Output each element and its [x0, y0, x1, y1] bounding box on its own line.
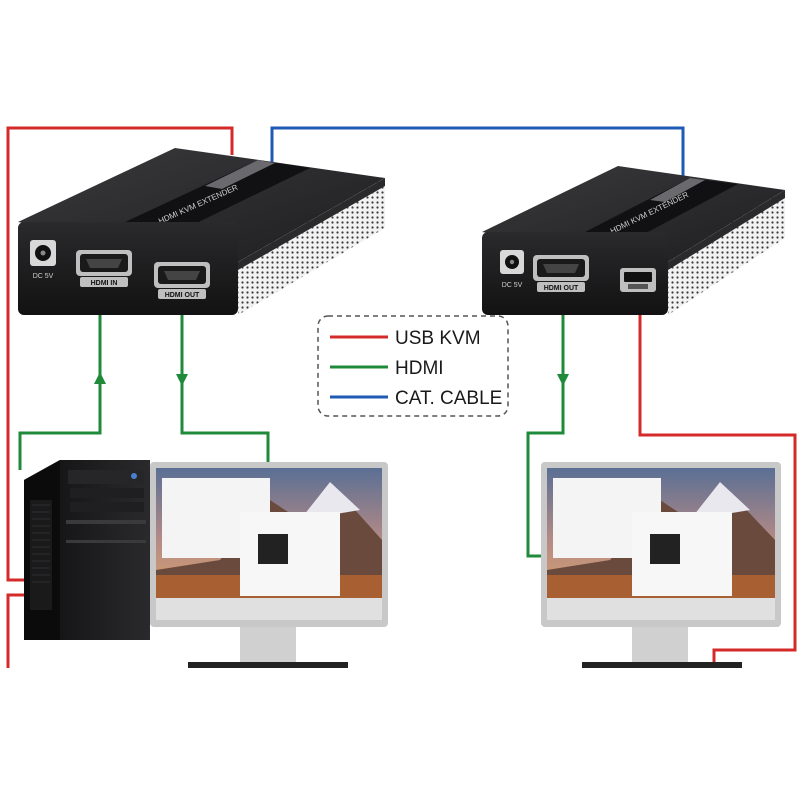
usb-kvm-line-right	[638, 300, 797, 668]
transmitter-unit: HDMI KVM EXTENDER DC 5V HDMI IN HDMI OUT	[18, 148, 385, 315]
usb-kvm-line-left-lower	[6, 593, 30, 668]
legend-label-cat-cable: CAT. CABLE	[395, 388, 502, 409]
receiver-unit: HDMI KVM EXTENDER DC 5V HDMI OUT	[482, 166, 785, 315]
hdmi-port-icon	[76, 250, 132, 276]
receiver-dc-label: DC 5V	[502, 282, 523, 289]
hdmi-line-pc-to-transmitter	[18, 278, 102, 470]
hdmi-port-icon	[533, 255, 589, 281]
usb-kvm-line-left	[6, 126, 234, 582]
arrow-down-icon	[176, 374, 188, 386]
hdmi-port-icon	[154, 262, 210, 288]
dc-jack-icon	[500, 250, 524, 274]
arrow-down-icon	[557, 374, 569, 386]
transmitter-hdmi-in-label: HDMI IN	[91, 280, 118, 287]
dc-jack-icon	[30, 240, 56, 266]
left-monitor	[150, 462, 388, 668]
legend-label-hdmi: HDMI	[395, 358, 444, 379]
transmitter-dc-label: DC 5V	[33, 273, 54, 280]
legend: USB KVM HDMI CAT. CABLE	[317, 315, 509, 417]
legend-label-usb-kvm: USB KVM	[395, 328, 481, 349]
right-monitor	[541, 462, 781, 668]
arrow-up-icon	[94, 372, 106, 384]
receiver-hdmi-out-label: HDMI OUT	[544, 285, 579, 292]
transmitter-hdmi-out-label: HDMI OUT	[165, 292, 200, 299]
music-window	[632, 512, 732, 596]
cat-cable-line	[270, 126, 685, 180]
hdmi-line-transmitter-to-monitor	[180, 290, 270, 463]
music-window	[240, 512, 340, 596]
usb-port-icon	[620, 268, 656, 292]
pc-tower	[24, 460, 150, 640]
